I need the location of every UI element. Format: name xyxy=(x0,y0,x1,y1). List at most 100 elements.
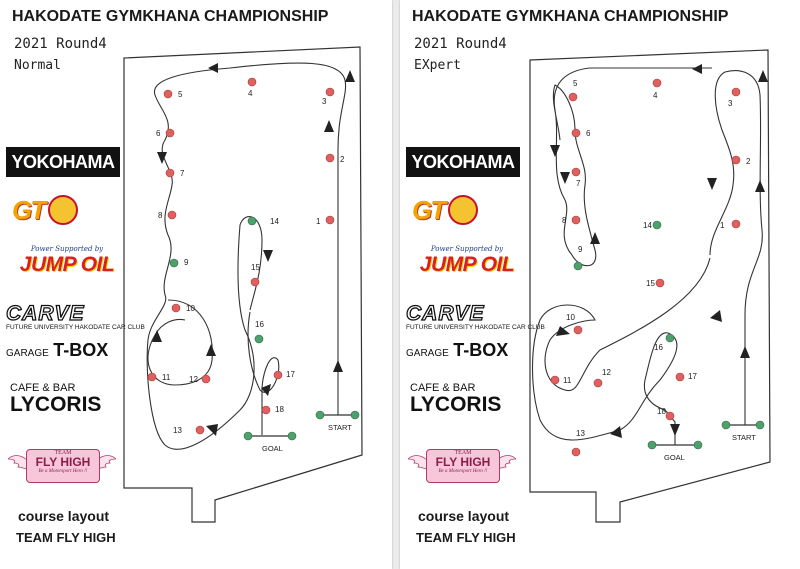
cone-label-12: 12 xyxy=(602,368,611,377)
cone-label-9: 9 xyxy=(578,245,583,254)
cone-3 xyxy=(731,87,741,97)
cone-label-11: 11 xyxy=(563,376,572,385)
cone-label-17: 17 xyxy=(286,370,295,379)
sponsor-gtspec-logo: GT xyxy=(12,193,94,227)
goal-label: GOAL xyxy=(262,444,283,453)
goal-cone-right xyxy=(693,440,703,450)
cone-17 xyxy=(675,372,685,382)
sponsor-yokohama-logo: YOKOHAMA xyxy=(406,147,520,177)
cone-6 xyxy=(165,128,175,138)
cone-label-11: 11 xyxy=(162,373,171,382)
cone-17 xyxy=(273,370,283,380)
cone-9 xyxy=(573,261,583,271)
cone-label-16: 16 xyxy=(654,343,663,352)
start-cone-right xyxy=(755,420,765,430)
round-label: 2021 Round4 xyxy=(14,36,107,52)
cone-label-7: 7 xyxy=(576,179,581,188)
cone-label-15: 15 xyxy=(646,279,655,288)
cone-4 xyxy=(247,77,257,87)
left-wing-icon xyxy=(408,455,428,470)
cone-5 xyxy=(568,92,578,102)
sponsor-lycoris-logo: CAFE & BAR LYCORIS xyxy=(410,382,502,416)
cone-label-3: 3 xyxy=(322,97,327,106)
cone-label-5: 5 xyxy=(573,79,578,88)
cone-1 xyxy=(731,219,741,229)
cone-label-15: 15 xyxy=(251,263,260,272)
right-wing-icon xyxy=(96,455,116,470)
team-flyhigh-logo: TEAM FLY HIGH Be a Motorsport Hero !! xyxy=(408,447,516,487)
cone-label-10: 10 xyxy=(186,304,195,313)
arrow-icon xyxy=(755,180,765,192)
arrow-icon xyxy=(707,178,717,190)
cone-11 xyxy=(147,372,157,382)
arrow-icon xyxy=(710,310,722,322)
footer-team-name: TEAM FLY HIGH xyxy=(16,530,116,545)
direction-arrows xyxy=(550,64,768,438)
arrow-icon xyxy=(550,145,560,157)
cone-3 xyxy=(325,87,335,97)
arrow-icon xyxy=(333,360,343,372)
sponsor-carve-logo: CARVE FUTURE UNIVERSITY HAKODATE CAR CLU… xyxy=(405,301,545,331)
sponsor-garage-tbox-logo: GARAGE T-BOX xyxy=(406,340,509,360)
arrow-icon xyxy=(263,250,273,262)
cone-12 xyxy=(593,378,603,388)
course-boundary xyxy=(123,46,363,523)
cone-label-4: 4 xyxy=(653,91,658,100)
cone-label-13: 13 xyxy=(576,429,585,438)
cone-5 xyxy=(163,89,173,99)
cone-label-6: 6 xyxy=(586,129,591,138)
cone-label-12: 12 xyxy=(189,375,198,384)
arrow-icon xyxy=(152,330,162,342)
flyhigh-card: TEAM FLY HIGH Be a Motorsport Hero !! xyxy=(26,449,100,483)
cone-label-6: 6 xyxy=(156,129,161,138)
arrow-icon xyxy=(261,384,271,396)
cone-label-8: 8 xyxy=(158,211,163,220)
cone-7 xyxy=(571,167,581,177)
right-wing-icon xyxy=(496,455,516,470)
cone-label-9: 9 xyxy=(184,258,189,267)
cone-2 xyxy=(325,153,335,163)
arrow-icon xyxy=(590,232,600,244)
cone-label-8: 8 xyxy=(562,216,567,225)
cone-label-3: 3 xyxy=(728,99,733,108)
cone-7 xyxy=(165,168,175,178)
round-label: 2021 Round4 xyxy=(414,36,507,52)
gtspec-badge-icon xyxy=(48,195,79,225)
cone-label-1: 1 xyxy=(720,221,725,230)
cone-13 xyxy=(571,447,581,457)
sponsor-carve-logo: CARVE FUTURE UNIVERSITY HAKODATE CAR CLU… xyxy=(5,301,145,331)
cone-13 xyxy=(195,425,205,435)
cone-15 xyxy=(250,277,260,287)
cone-4 xyxy=(652,78,662,88)
driving-line xyxy=(709,70,763,425)
arrow-icon xyxy=(208,63,218,73)
cone-2 xyxy=(731,155,741,165)
start-cone-left xyxy=(721,420,731,430)
goal-cone-left xyxy=(647,440,657,450)
direction-arrows xyxy=(152,63,355,436)
cone-label-10: 10 xyxy=(566,313,575,322)
driving-line xyxy=(146,62,347,450)
arrow-icon xyxy=(610,426,622,438)
cone-8 xyxy=(167,210,177,220)
cone-label-14: 14 xyxy=(643,221,652,230)
sponsor-lycoris-logo: CAFE & BAR LYCORIS xyxy=(10,382,102,416)
footer-course-layout: course layout xyxy=(18,508,110,524)
cone-9 xyxy=(169,258,179,268)
sponsor-garage-tbox-logo: GARAGE T-BOX xyxy=(6,340,109,360)
cone-label-4: 4 xyxy=(248,89,253,98)
course-sheet-normal: HAKODATE GYMKHANA CHAMPIONSHIP 2021 Roun… xyxy=(0,0,392,569)
goal-label: GOAL xyxy=(664,453,685,462)
cone-18 xyxy=(261,405,271,415)
goal-cone-left xyxy=(243,431,253,441)
arrow-icon xyxy=(345,70,355,82)
cone-16 xyxy=(254,334,264,344)
team-flyhigh-logo: TEAM FLY HIGH Be a Motorsport Hero !! xyxy=(8,447,116,487)
sponsor-yokohama-logo: YOKOHAMA xyxy=(6,147,120,177)
arrow-icon xyxy=(692,64,702,74)
arrow-icon xyxy=(758,70,768,82)
cone-1 xyxy=(325,215,335,225)
